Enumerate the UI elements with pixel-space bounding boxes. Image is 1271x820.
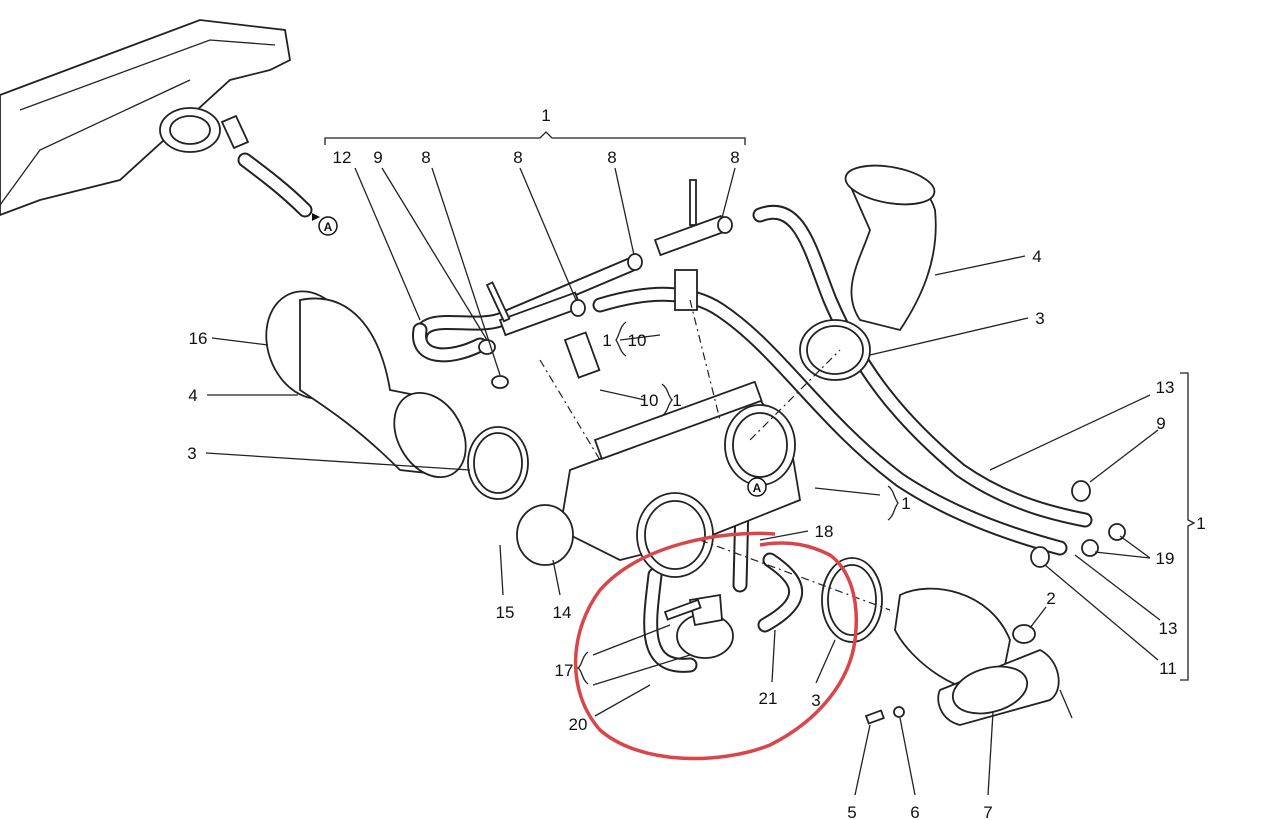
label-10: 10 [628, 331, 647, 350]
hose-clamps [478, 216, 1126, 644]
label-4: 4 [1032, 247, 1041, 266]
label-13: 13 [1159, 619, 1178, 638]
callout-a-mid: A [747, 477, 767, 497]
label-9: 9 [373, 148, 382, 167]
label-4: 4 [188, 386, 197, 405]
label-1-right: 1 [1196, 514, 1205, 533]
intake-manifold-lower [821, 557, 1060, 726]
label-3: 3 [1035, 309, 1044, 328]
label-1: 1 [602, 331, 611, 350]
label-7: 7 [983, 803, 992, 820]
label-8: 8 [513, 148, 522, 167]
label-3: 3 [187, 444, 196, 463]
label-1: 1 [901, 494, 910, 513]
center-lines [539, 299, 891, 611]
label-5: 5 [847, 803, 856, 820]
label-3: 3 [811, 691, 820, 710]
label-13: 13 [1156, 378, 1175, 397]
intake-boot-left [265, 290, 529, 500]
label-1-top: 1 [541, 106, 550, 125]
label-8: 8 [730, 148, 739, 167]
callout-a-top: A [312, 213, 338, 236]
group-bracket-top [324, 131, 746, 145]
label-6: 6 [910, 803, 919, 820]
label-20: 20 [569, 715, 588, 734]
label-19: 19 [1156, 549, 1175, 568]
label-11: 11 [1159, 659, 1177, 678]
leader-lines [205, 167, 1196, 796]
label-8: 8 [421, 148, 430, 167]
fuel-pump-assembly [663, 593, 734, 659]
fuel-rail [485, 179, 728, 379]
label-14: 14 [553, 603, 572, 622]
label-10: 10 [640, 391, 659, 410]
label-1: 1 [672, 391, 681, 410]
highlight-circle-annotation [573, 531, 858, 761]
label-15: 15 [496, 603, 515, 622]
airbox-part [0, 19, 313, 218]
throttle-body [516, 380, 802, 578]
svg-text:A: A [753, 481, 762, 495]
intake-boot-right [799, 164, 937, 381]
label-16: 16 [189, 329, 208, 348]
label-18: 18 [815, 522, 834, 541]
label-9: 9 [1156, 414, 1165, 433]
label-12: 12 [333, 148, 352, 167]
label-17: 17 [555, 661, 574, 680]
label-2: 2 [1046, 589, 1055, 608]
label-21: 21 [759, 689, 778, 708]
svg-text:A: A [324, 220, 333, 234]
label-8: 8 [607, 148, 616, 167]
part-labels: 1 12 9 8 8 8 8 4 3 16 4 3 1 10 10 1 13 9… [187, 106, 1205, 820]
